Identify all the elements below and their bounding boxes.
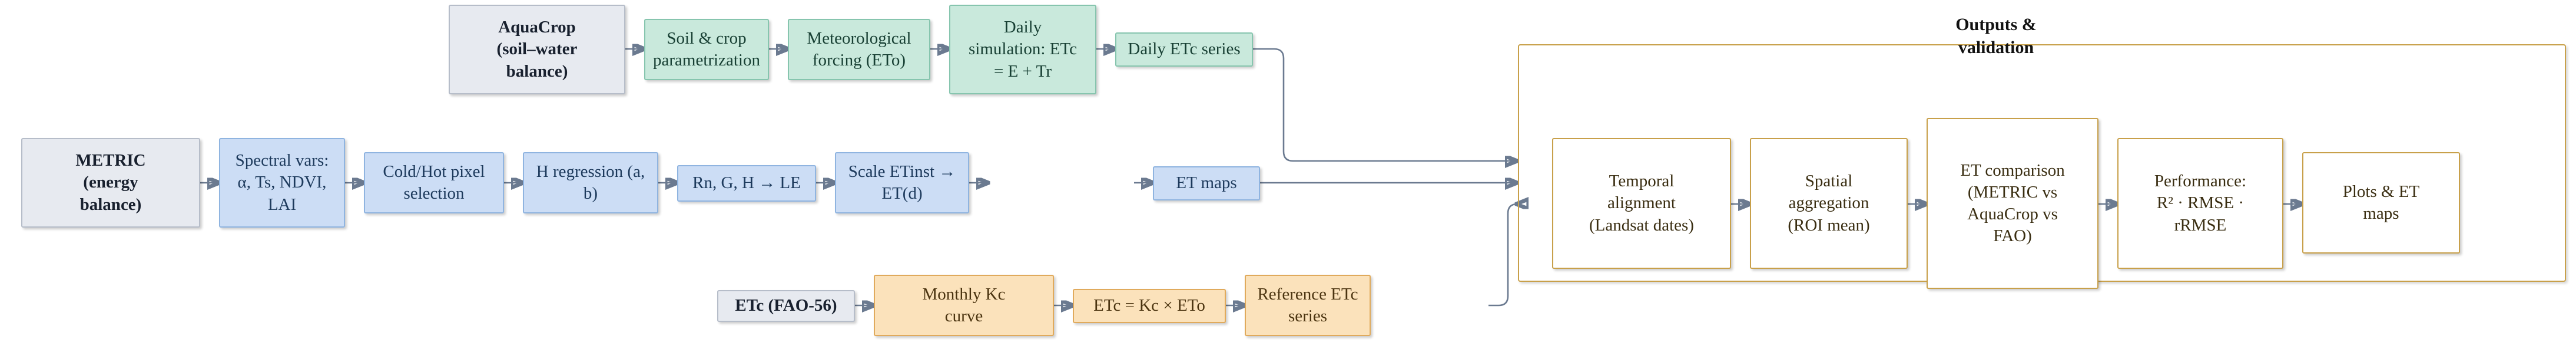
node-etc-fao56[interactable]: ETc (FAO-56) — [717, 290, 855, 322]
node-et-maps[interactable]: ET maps — [1153, 166, 1260, 200]
node-et-comparison[interactable]: ET comparison (METRIC vs AquaCrop vs FAO… — [1927, 118, 2098, 289]
node-cold-hot-pixel-selection[interactable]: Cold/Hot pixel selection — [364, 152, 504, 213]
node-h-regression[interactable]: H regression (a, b) — [523, 152, 658, 213]
outputs-validation-title: Outputs & validation — [1955, 15, 2037, 57]
node-reference-etc-series[interactable]: Reference ETc series — [1245, 275, 1371, 336]
node-daily-simulation[interactable]: Daily simulation: ETc = E + Tr — [949, 5, 1096, 94]
node-rn-g-h-le[interactable]: Rn, G, H → LE — [677, 165, 816, 202]
node-soil-crop-parametrization[interactable]: Soil & crop parametrization — [644, 19, 769, 80]
node-daily-etc-series[interactable]: Daily ETc series — [1115, 32, 1253, 67]
node-plots-et-maps[interactable]: Plots & ET maps — [2302, 152, 2460, 254]
node-spatial-aggregation[interactable]: Spatial aggregation (ROI mean) — [1750, 138, 1908, 269]
node-aquacrop[interactable]: AquaCrop (soil–water balance) — [449, 5, 625, 94]
node-meteorological-forcing[interactable]: Meteorological forcing (ETo) — [788, 19, 930, 80]
node-scale-etinst[interactable]: Scale ETinst → ET(d) — [835, 152, 969, 213]
node-monthly-kc-curve[interactable]: Monthly Kc curve — [874, 275, 1054, 336]
node-temporal-alignment[interactable]: Temporal alignment (Landsat dates) — [1552, 138, 1731, 269]
node-etc-kc-eto[interactable]: ETc = Kc × ETo — [1073, 289, 1226, 323]
node-spectral-vars[interactable]: Spectral vars: α, Ts, NDVI, LAI — [219, 138, 345, 228]
node-metric[interactable]: METRIC (energy balance) — [21, 138, 200, 228]
node-performance[interactable]: Performance: R² · RMSE · rRMSE — [2117, 138, 2283, 269]
